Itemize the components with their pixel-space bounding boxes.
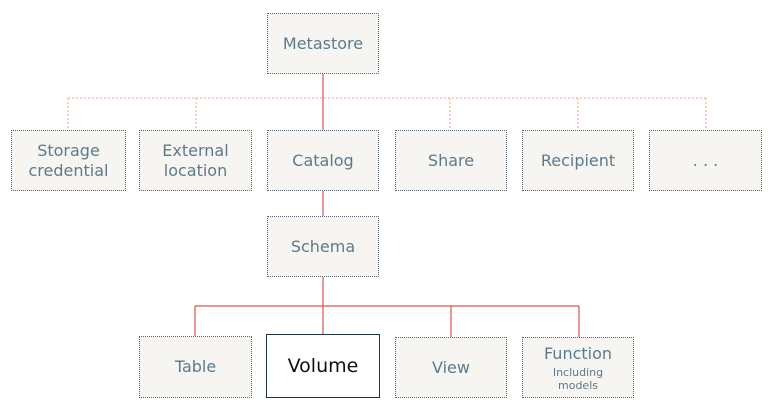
catalog-label: Catalog bbox=[292, 150, 354, 170]
dotted-connectors bbox=[67, 97, 707, 130]
more-label: . . . bbox=[692, 150, 719, 170]
function-sublabel: Including models bbox=[552, 365, 604, 392]
more-node: . . . bbox=[649, 130, 762, 191]
view-label: View bbox=[432, 357, 470, 377]
storage-credential-label: Storage credential bbox=[28, 140, 109, 180]
metastore-node: Metastore bbox=[267, 13, 379, 74]
schema-label: Schema bbox=[290, 236, 356, 256]
catalog-node: Catalog bbox=[267, 130, 379, 191]
solid-connectors bbox=[194, 74, 580, 337]
external-location-node: External location bbox=[139, 130, 252, 191]
share-node: Share bbox=[395, 130, 507, 191]
volume-label: Volume bbox=[287, 355, 359, 377]
view-node: View bbox=[395, 337, 507, 398]
external-location-label: External location bbox=[162, 140, 229, 180]
volume-node: Volume bbox=[266, 334, 380, 398]
share-label: Share bbox=[427, 150, 475, 170]
recipient-label: Recipient bbox=[540, 150, 616, 170]
table-node: Table bbox=[139, 336, 252, 398]
schema-node: Schema bbox=[267, 216, 379, 277]
storage-credential-node: Storage credential bbox=[11, 130, 126, 191]
function-label: Function bbox=[543, 343, 613, 363]
recipient-node: Recipient bbox=[522, 130, 634, 191]
function-node: Function Including models bbox=[522, 337, 634, 398]
table-label: Table bbox=[174, 357, 217, 376]
metastore-label: Metastore bbox=[282, 33, 364, 53]
